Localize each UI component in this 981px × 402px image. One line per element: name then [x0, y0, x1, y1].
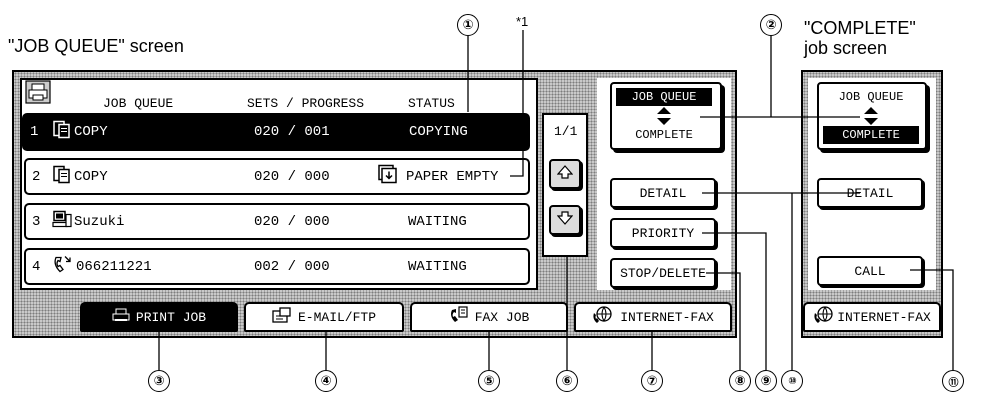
globe-icon: [813, 305, 835, 329]
row-progress: 020 / 000: [254, 168, 330, 185]
complete-toggle-complete-label: COMPLETE: [823, 126, 919, 144]
job-queue-screen-caption: "JOB QUEUE" screen: [8, 36, 184, 56]
up-down-arrow-icon: [656, 107, 672, 130]
row-status: WAITING: [408, 213, 467, 230]
arrow-down-icon: [556, 211, 574, 229]
tab-print-job[interactable]: PRINT JOB: [80, 302, 238, 332]
callout-6: ⑥: [556, 370, 578, 392]
globe-icon: [592, 305, 614, 329]
row-name: COPY: [74, 124, 108, 140]
printer-status-icon: [25, 80, 51, 104]
call-button[interactable]: CALL: [817, 256, 923, 286]
callout-10: ⑩: [781, 370, 803, 392]
callout-1: ①: [457, 14, 479, 36]
tab-fax-job[interactable]: FAX JOB: [410, 302, 568, 332]
arrow-up-icon: [556, 165, 574, 183]
tab-label: PRINT JOB: [135, 309, 207, 325]
row-progress: 002 / 000: [254, 258, 330, 275]
callout-9: ⑨: [755, 370, 777, 392]
scroll-down-button[interactable]: [549, 205, 581, 235]
header-sets-progress: SETS / PROGRESS: [247, 96, 365, 111]
paper-empty-icon: [378, 164, 400, 189]
page-indicator: 1/1: [554, 124, 578, 139]
detail-button[interactable]: DETAIL: [610, 178, 716, 208]
job-row-4[interactable]: 4 066211221 002 / 000 WAITING: [24, 248, 530, 285]
email-icon: [272, 307, 292, 327]
tab-label: INTERNET-FAX: [620, 309, 714, 325]
callout-11: ⑪: [942, 370, 964, 392]
up-down-arrow-icon: [863, 107, 879, 130]
header-status: STATUS: [408, 96, 455, 111]
complete-screen-caption-line2: job screen: [804, 38, 888, 58]
row-status: COPYING: [409, 124, 468, 140]
job-row-2[interactable]: 2 COPY 020 / 000 PAPER EMPTY: [24, 158, 530, 195]
priority-button[interactable]: PRIORITY: [610, 218, 716, 248]
callout-2: ②: [760, 14, 782, 36]
callout-7: ⑦: [641, 370, 663, 392]
fax-icon: [449, 306, 469, 328]
tab-label: FAX JOB: [474, 309, 530, 325]
row-name: Suzuki: [74, 213, 125, 230]
job-row-1[interactable]: 1 COPY 020 / 001 COPYING: [22, 113, 530, 151]
callout-5: ⑤: [478, 370, 500, 392]
tab-label: INTERNET-FAX: [837, 309, 931, 325]
complete-tab-internet-fax[interactable]: INTERNET-FAX: [803, 302, 941, 332]
stop-delete-button[interactable]: STOP/DELETE: [610, 258, 716, 288]
tab-label: E-MAIL/FTP: [297, 309, 376, 325]
complete-detail-button[interactable]: DETAIL: [817, 178, 923, 208]
row-number: 2: [32, 168, 41, 185]
complete-screen-caption-line1: "COMPLETE": [804, 18, 916, 38]
complete-toggle-job-queue-label: JOB QUEUE: [838, 90, 904, 104]
row-name: 066211221: [76, 258, 152, 275]
row-number: 1: [30, 124, 39, 140]
row-progress: 020 / 000: [254, 213, 330, 230]
row-status: WAITING: [408, 258, 467, 275]
copy-icon: [52, 120, 72, 144]
callout-3: ③: [148, 370, 170, 392]
row-number: 4: [32, 258, 41, 275]
printer-icon: [112, 308, 130, 326]
callout-8: ⑧: [729, 370, 751, 392]
header-job-queue: JOB QUEUE: [103, 96, 174, 111]
row-status: PAPER EMPTY: [406, 168, 499, 185]
row-progress: 020 / 001: [254, 124, 330, 140]
tab-internet-fax[interactable]: INTERNET-FAX: [574, 302, 732, 332]
pc-icon: [52, 210, 72, 233]
fax-call-icon: [52, 254, 72, 279]
row-name: COPY: [74, 168, 108, 185]
toggle-job-queue-label: JOB QUEUE: [616, 88, 712, 106]
complete-toggle[interactable]: JOB QUEUE COMPLETE: [817, 82, 927, 150]
copy-icon: [52, 165, 72, 188]
job-queue-complete-toggle[interactable]: JOB QUEUE COMPLETE: [610, 82, 722, 150]
note-marker: *1: [516, 14, 529, 29]
scroll-up-button[interactable]: [549, 159, 581, 189]
toggle-complete-label: COMPLETE: [635, 128, 693, 142]
job-row-3[interactable]: 3 Suzuki 020 / 000 WAITING: [24, 203, 530, 240]
callout-4: ④: [315, 370, 337, 392]
tab-email-ftp[interactable]: E-MAIL/FTP: [244, 302, 404, 332]
row-number: 3: [32, 213, 41, 230]
